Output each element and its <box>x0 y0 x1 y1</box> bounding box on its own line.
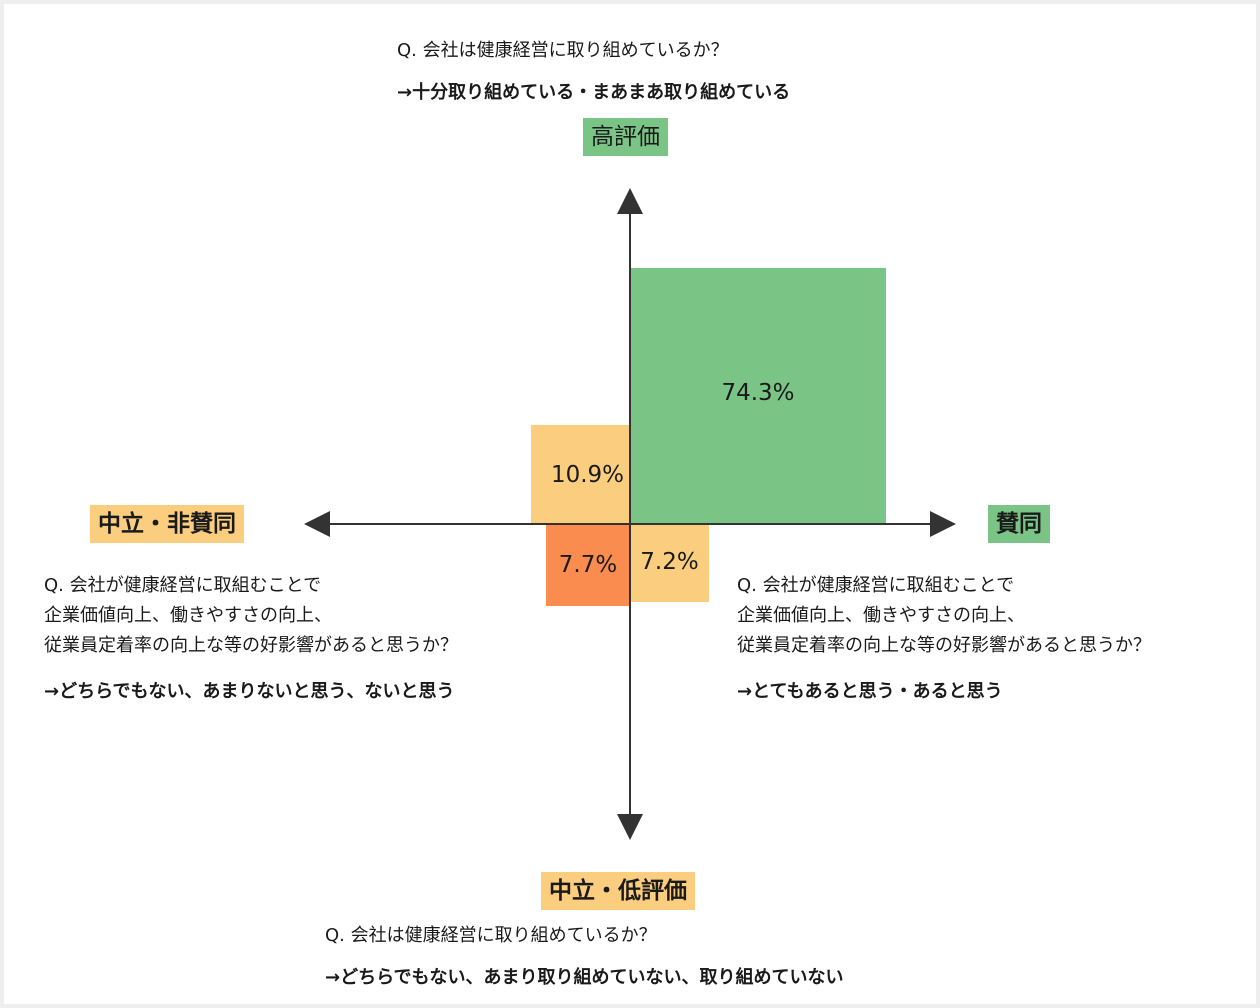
right-question-line: 従業員定着率の向上な等の好影響があると思うか？ <box>737 635 1151 656</box>
arrow-down-icon <box>617 814 643 840</box>
vertical-axis <box>629 210 631 820</box>
top-answer: →十分取り組めている・まあまあ取り組めている <box>397 82 791 103</box>
right-question: Q. 会社が健康経営に取組むことで 企業価値向上、働きやすさの向上、 従業員定着… <box>737 571 1151 661</box>
left-question-line: 企業価値向上、働きやすさの向上、 <box>44 605 332 626</box>
bottom-question: Q. 会社は健康経営に取り組めているか？ <box>325 925 657 946</box>
left-answer: →どちらでもない、あまりないと思う、ないと思う <box>44 681 455 702</box>
tag-high-evaluation: 高評価 <box>583 118 668 156</box>
quadrant-high-agree: 74.3% <box>630 268 886 525</box>
left-question: Q. 会社が健康経営に取組むことで 企業価値向上、働きやすさの向上、 従業員定着… <box>44 571 458 661</box>
tag-neutral-disagree: 中立・非賛同 <box>90 505 244 543</box>
quadrant-low-agree-value: 7.2% <box>640 548 699 575</box>
tag-neutral-low-evaluation: 中立・低評価 <box>541 872 695 910</box>
tag-agree: 賛同 <box>988 505 1050 543</box>
quadrant-low-disagree: 7.7% <box>546 525 630 606</box>
top-question: Q. 会社は健康経営に取り組めているか？ <box>397 40 729 61</box>
quadrant-low-agree: 7.2% <box>630 525 709 602</box>
quadrant-low-disagree-value: 7.7% <box>558 551 618 578</box>
right-question-line: 企業価値向上、働きやすさの向上、 <box>737 605 1025 626</box>
quadrant-high-disagree: 10.9% <box>531 425 630 525</box>
bottom-answer: →どちらでもない、あまり取り組めていない、取り組めていない <box>325 967 844 988</box>
quadrant-high-disagree-value: 10.9% <box>550 462 625 488</box>
arrow-up-icon <box>617 188 643 214</box>
horizontal-axis <box>325 523 935 525</box>
left-question-line: Q. 会社が健康経営に取組むことで <box>44 575 322 596</box>
right-question-line: Q. 会社が健康経営に取組むことで <box>737 575 1015 596</box>
quadrant-high-agree-value: 74.3% <box>721 380 795 406</box>
left-question-line: 従業員定着率の向上な等の好影響があると思うか？ <box>44 635 458 656</box>
right-answer: →とてもあると思う・あると思う <box>737 681 1003 702</box>
arrow-right-icon <box>930 511 956 537</box>
arrow-left-icon <box>304 511 330 537</box>
